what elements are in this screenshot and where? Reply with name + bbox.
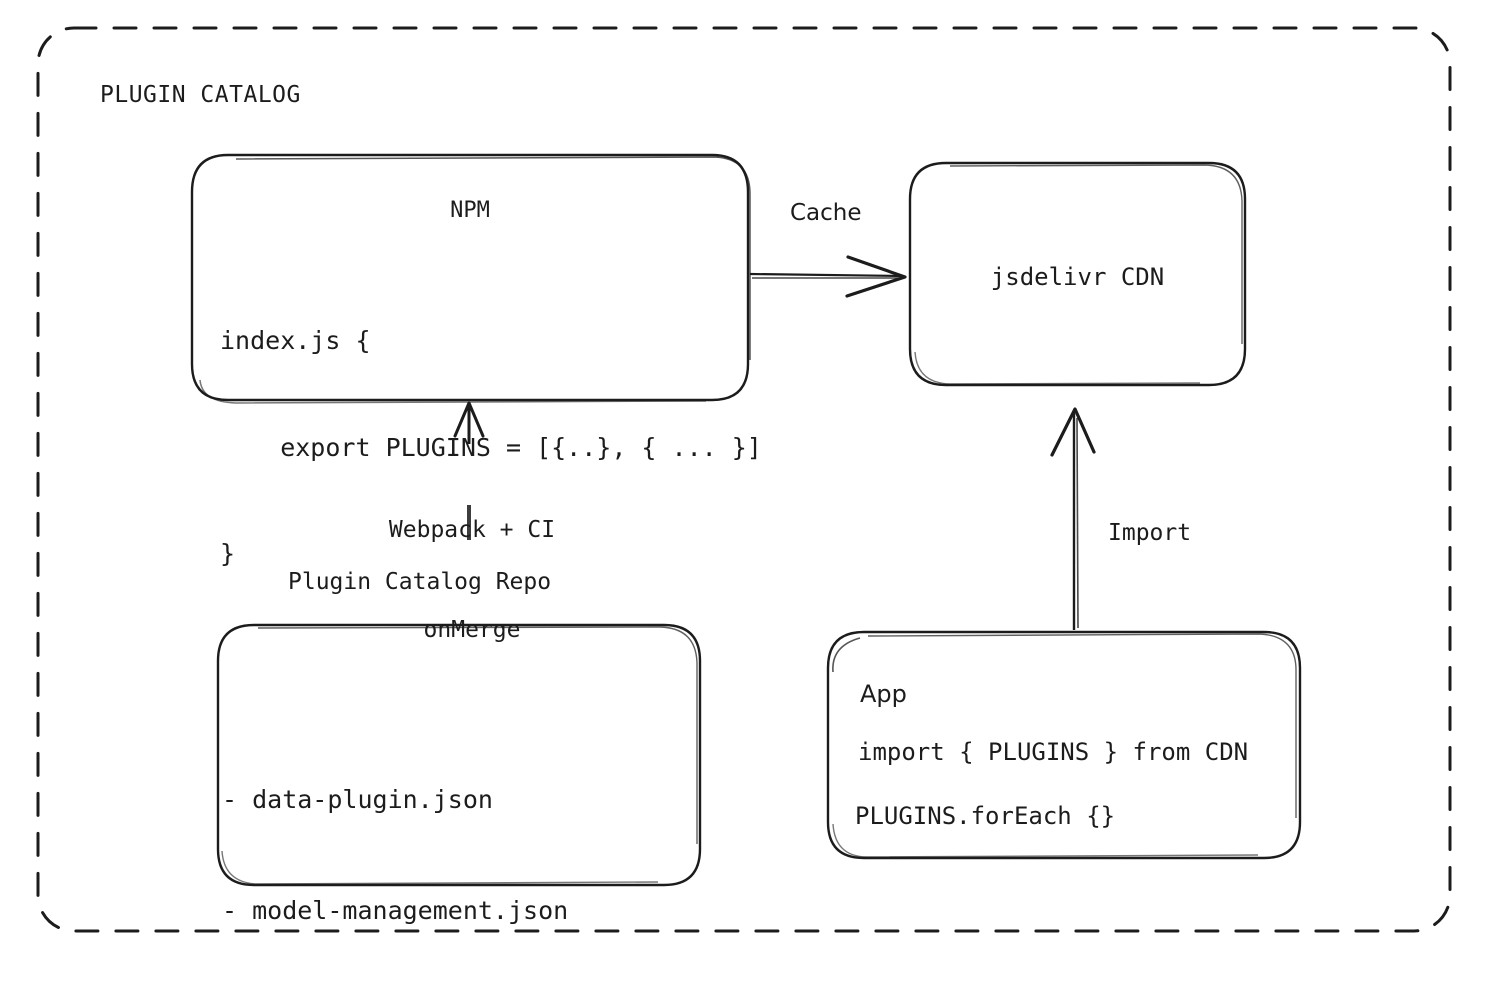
app-code-line: PLUGINS.forEach {} [855,802,1116,830]
plugin-catalog-repo-node[interactable] [218,625,700,885]
plugin-catalog-repo-caption: Plugin Catalog Repo [288,569,552,595]
list-item: - data-plugin.json [222,785,493,814]
app-code-line: import { PLUGINS } from CDN [858,738,1249,766]
build-edge-label: Webpack + CI onMerge [372,447,572,714]
npm-code-line: export PLUGINS = [{..}, { ... }] [220,432,762,462]
import-edge-label: Import [1108,520,1192,546]
app-box-title: App [860,680,907,708]
jsdelivr-cdn-box-title: jsdelivr CDN [990,263,1165,291]
npm-node[interactable] [192,155,748,400]
cache-arrow [749,255,907,298]
list-item: - model-management.json [222,896,569,925]
plugin-catalog-group-title: PLUGIN CATALOG [100,82,301,108]
npm-code-line: index.js { [220,326,371,355]
app-node[interactable] [828,632,1300,858]
npm-code-line: } [220,539,236,568]
npm-box-title: NPM [450,198,490,223]
build-edge-label-line2: onMerge [423,616,521,643]
build-edge-label-line1: Webpack + CI [388,516,556,543]
npm-code-block: index.js { export PLUGINS = [{..}, { ...… [220,252,762,643]
plugin-catalog-repo-file-list: - data-plugin.json - model-management.js… [222,707,568,1002]
jsdelivr-cdn-node[interactable] [910,163,1245,385]
cache-edge-label: Cache [790,200,862,226]
import-arrow [1050,407,1096,630]
